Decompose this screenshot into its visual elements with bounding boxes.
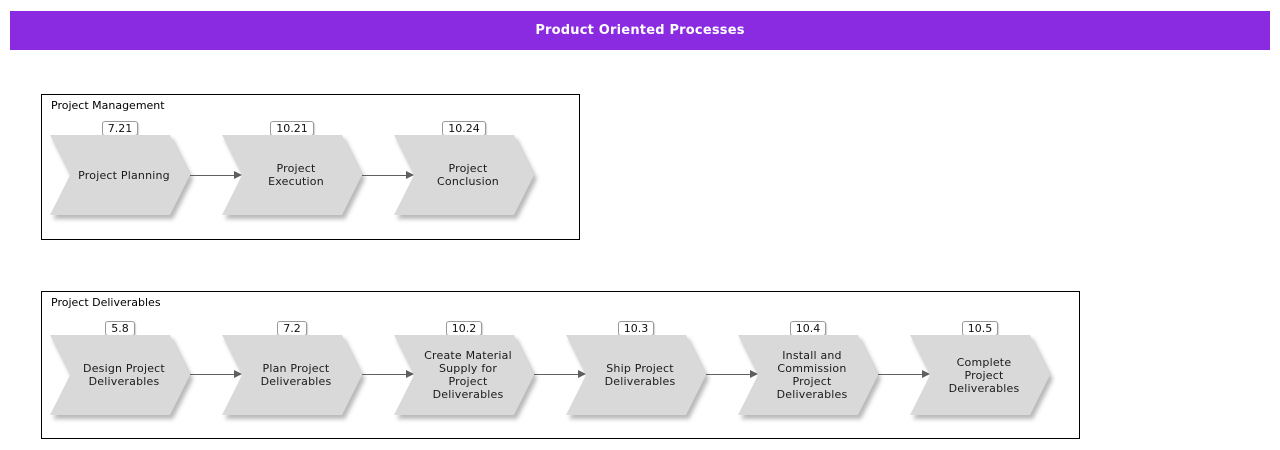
- page-title: Product Oriented Processes: [535, 23, 745, 38]
- chevron-shape: Project Planning: [50, 135, 190, 215]
- process-step: 10.5 Complete Project Deliverables: [910, 317, 1050, 415]
- arrow-line: [190, 175, 235, 176]
- chevron-shape: Project Conclusion: [394, 135, 534, 215]
- step-code-badge: 5.8: [105, 321, 135, 336]
- chevron-shape: Create Material Supply for Project Deliv…: [394, 335, 534, 415]
- arrow-line: [706, 374, 751, 375]
- process-step: 10.4 Install and Commission Project Deli…: [738, 317, 878, 415]
- step-label: Plan Project Deliverables: [260, 362, 332, 388]
- step-label: Complete Project Deliverables: [948, 355, 1020, 395]
- process-step: 7.21 Project Planning: [50, 117, 190, 215]
- step-code-badge: 7.21: [101, 121, 139, 136]
- flow-arrow: [362, 370, 414, 379]
- group-project-deliverables: Project Deliverables 5.8 Design Project …: [41, 291, 1080, 439]
- arrowhead-icon: [922, 370, 930, 378]
- step-label: Project Execution: [268, 162, 324, 188]
- step-code-badge: 10.21: [270, 121, 314, 136]
- step-label: Create Material Supply for Project Deliv…: [424, 349, 512, 401]
- arrow-line: [878, 374, 923, 375]
- step-label: Design Project Deliverables: [83, 362, 165, 388]
- arrowhead-icon: [234, 370, 242, 378]
- step-code-badge: 10.5: [961, 321, 999, 336]
- arrowhead-icon: [406, 171, 414, 179]
- step-label: Install and Commission Project Deliverab…: [776, 349, 848, 401]
- arrow-line: [362, 175, 407, 176]
- process-step: 5.8 Design Project Deliverables: [50, 317, 190, 415]
- arrow-line: [190, 374, 235, 375]
- flow-arrow: [190, 171, 242, 180]
- title-bar: Product Oriented Processes: [10, 11, 1270, 50]
- arrowhead-icon: [578, 370, 586, 378]
- step-code-badge: 7.2: [277, 321, 307, 336]
- step-code-badge: 10.3: [617, 321, 655, 336]
- chevron-shape: Project Execution: [222, 135, 362, 215]
- step-label: Project Conclusion: [437, 162, 499, 188]
- step-code-badge: 10.24: [442, 121, 486, 136]
- process-step: 10.24 Project Conclusion: [394, 117, 534, 215]
- arrowhead-icon: [750, 370, 758, 378]
- chevron-shape: Plan Project Deliverables: [222, 335, 362, 415]
- flow-arrow: [878, 370, 930, 379]
- flow-arrow: [706, 370, 758, 379]
- step-label: Project Planning: [78, 168, 170, 182]
- process-step: 10.2 Create Material Supply for Project …: [394, 317, 534, 415]
- group-project-management: Project Management 7.21 Project Planning…: [41, 94, 580, 240]
- chevron-shape: Install and Commission Project Deliverab…: [738, 335, 878, 415]
- group-title: Project Management: [51, 99, 165, 112]
- chevron-shape: Ship Project Deliverables: [566, 335, 706, 415]
- arrowhead-icon: [406, 370, 414, 378]
- flow-arrow: [534, 370, 586, 379]
- process-step: 7.2 Plan Project Deliverables: [222, 317, 362, 415]
- arrowhead-icon: [234, 171, 242, 179]
- flow-arrow: [190, 370, 242, 379]
- step-label: Ship Project Deliverables: [604, 362, 676, 388]
- group-title: Project Deliverables: [51, 296, 161, 309]
- arrow-line: [362, 374, 407, 375]
- process-step: 10.21 Project Execution: [222, 117, 362, 215]
- step-code-badge: 10.4: [789, 321, 827, 336]
- process-step: 10.3 Ship Project Deliverables: [566, 317, 706, 415]
- flow-arrow: [362, 171, 414, 180]
- chevron-shape: Complete Project Deliverables: [910, 335, 1050, 415]
- step-code-badge: 10.2: [445, 321, 483, 336]
- arrow-line: [534, 374, 579, 375]
- chevron-shape: Design Project Deliverables: [50, 335, 190, 415]
